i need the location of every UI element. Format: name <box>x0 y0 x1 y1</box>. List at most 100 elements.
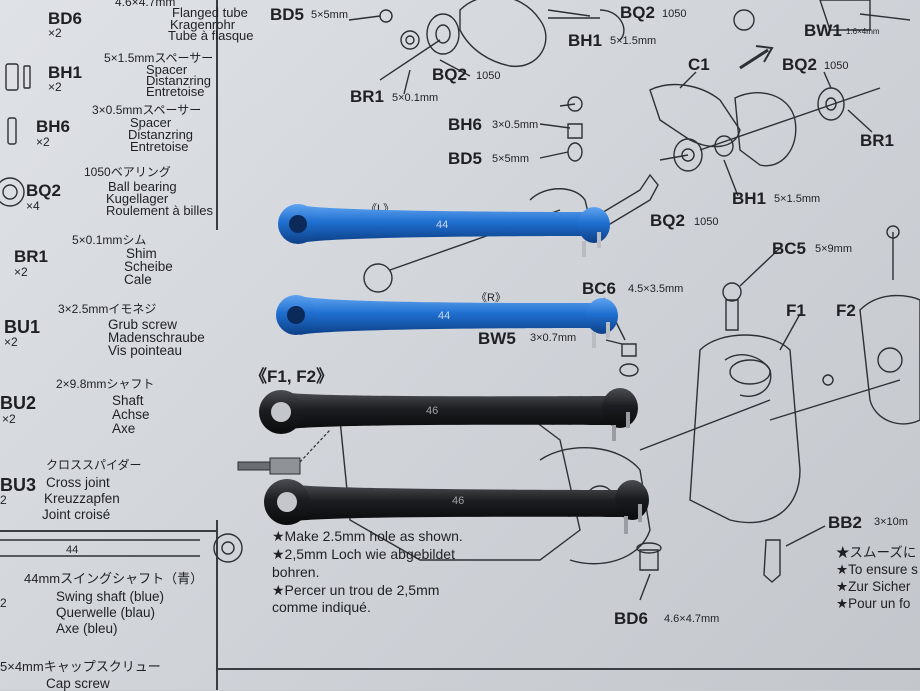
part-jp: 5×0.1mmシム <box>72 233 147 247</box>
label-bw1-dim: 1.6×4mm <box>846 27 880 36</box>
part-code: BQ2 <box>26 181 61 200</box>
part-tr: Shaft <box>112 393 144 408</box>
label-bc5: BC5 <box>772 239 807 258</box>
shaft-length-label: 44 <box>66 544 79 556</box>
label-bc6: BC6 <box>582 279 617 298</box>
part-tr: Entretoise <box>130 139 189 154</box>
label-c1: C1 <box>688 55 710 74</box>
part-tr: Cross joint <box>46 475 110 490</box>
shaft-marking: 46 <box>426 405 438 417</box>
label-bh1-top-dim: 5×1.5mm <box>610 35 657 47</box>
part-qty: ×2 <box>4 335 18 349</box>
part-jp: 1050ベアリング <box>84 165 171 179</box>
label-bq2-right-dim: 1050 <box>824 60 849 72</box>
part-code: BR1 <box>14 247 49 266</box>
label-br1-left-dim: 5×0.1mm <box>392 92 439 104</box>
part-qty: ×2 <box>14 265 28 279</box>
part-tr: Scheibe <box>124 259 173 274</box>
label-bw1: BW1 <box>804 21 842 40</box>
label-bd5-top: BD5 <box>270 5 305 24</box>
label-f1f2-group: 《F1, F2》 <box>250 367 334 386</box>
vertical-divider-lower <box>216 520 218 690</box>
part-code: BU1 <box>4 317 41 337</box>
part-tr: Axe (bleu) <box>56 621 118 636</box>
part-tr: Roulement à billes <box>106 203 213 218</box>
label-bq2-right: BQ2 <box>782 55 817 74</box>
part-tr: Vis pointeau <box>108 343 183 358</box>
label-bq2-left-dim: 1050 <box>476 70 501 82</box>
part-tr: Axe <box>112 421 136 436</box>
part-tr: Cale <box>124 272 152 287</box>
label-f1: F1 <box>786 301 806 320</box>
label-bh6: BH6 <box>448 115 483 134</box>
right-note-line: ★スムーズに <box>836 545 917 560</box>
drill-note-line: bohren. <box>272 564 320 580</box>
label-bc5-dim: 5×9mm <box>815 243 852 255</box>
right-note-line: ★Zur Sicher <box>836 579 911 594</box>
part-tr: Grub screw <box>108 317 178 332</box>
part-jp: 2×9.8mmシャフト <box>56 377 155 391</box>
part-tr: Ball bearing <box>108 179 177 194</box>
part-tr: Cap screw <box>46 676 110 691</box>
drill-note-line: ★Percer un trou de 2,5mm <box>272 582 440 598</box>
label-bh1-mid-dim: 5×1.5mm <box>774 193 821 205</box>
part-tr: Entretoise <box>146 84 205 99</box>
label-bd6-dim: 4.6×4.7mm <box>664 613 720 625</box>
blue-swing-shaft: 44 <box>278 204 610 257</box>
part-jp: クロススパイダー <box>46 458 142 472</box>
part-tr: Joint croisé <box>42 507 111 522</box>
label-bq2-mid: BQ2 <box>650 211 685 230</box>
right-note-line: ★To ensure s <box>836 562 918 577</box>
label-bc6-dim: 4.5×3.5mm <box>628 283 684 295</box>
vertical-divider <box>216 0 218 230</box>
label-bh6-dim: 3×0.5mm <box>492 119 539 131</box>
part-qty: ×4 <box>26 199 40 213</box>
label-bw5-dim: 3×0.7mm <box>530 332 577 344</box>
part-qty: ×2 <box>48 26 62 40</box>
part-jp: 44mmスイングシャフト（青） <box>24 571 204 586</box>
part-tr: Achse <box>112 407 150 422</box>
part-qty: 2 <box>0 493 7 507</box>
label-bb2: BB2 <box>828 513 863 532</box>
part-jp: 3×2.5mmイモネジ <box>58 302 157 316</box>
label-br1-right: BR1 <box>860 131 895 150</box>
part-code: BH1 <box>48 63 83 82</box>
right-note-line: ★Pour un fo <box>836 596 911 611</box>
part-tr: Kugellager <box>106 191 169 206</box>
bottom-divider <box>216 668 920 670</box>
part-tr: Kreuzzapfen <box>44 491 120 506</box>
part-qty: ×2 <box>48 80 62 94</box>
label-bd5-mid: BD5 <box>448 149 483 168</box>
part-jp: 5×4mmキャップスクリュー <box>0 659 161 674</box>
part-tr: Spacer <box>130 115 172 130</box>
part-code: BU2 <box>0 393 37 413</box>
label-bd5-top-dim: 5×5mm <box>311 9 348 21</box>
label-f2: F2 <box>836 301 856 320</box>
label-shaft-r: 《R》 <box>476 292 506 304</box>
label-bq2-top-dim: 1050 <box>662 8 687 20</box>
part-jp: 4.6×4.7mm <box>115 0 176 9</box>
part-qty: ×2 <box>2 412 16 426</box>
part-tr: Distanzring <box>128 127 194 142</box>
black-swing-shaft: 46 <box>259 388 638 441</box>
part-qty: 2 <box>0 596 7 610</box>
shaft-marking: 46 <box>452 495 464 507</box>
label-bh1-top: BH1 <box>568 31 603 50</box>
drill-note-line: ★Make 2.5mm hole as shown. <box>272 528 463 544</box>
shaft-marking: 44 <box>436 219 448 231</box>
part-tr: Flanged tube <box>172 5 248 20</box>
shaft-marking: 44 <box>438 310 450 322</box>
part-jp: 5×1.5mmスペーサー <box>104 51 214 65</box>
label-bq2-top: BQ2 <box>620 3 655 22</box>
horizontal-divider <box>0 530 218 532</box>
label-bb2-dim: 3×10m <box>874 516 908 528</box>
part-tr: Madenschraube <box>108 330 205 345</box>
label-bd6: BD6 <box>614 609 649 628</box>
black-swing-shaft: 46 <box>264 479 649 534</box>
label-bw5: BW5 <box>478 329 516 348</box>
part-code: BU3 <box>0 475 37 495</box>
